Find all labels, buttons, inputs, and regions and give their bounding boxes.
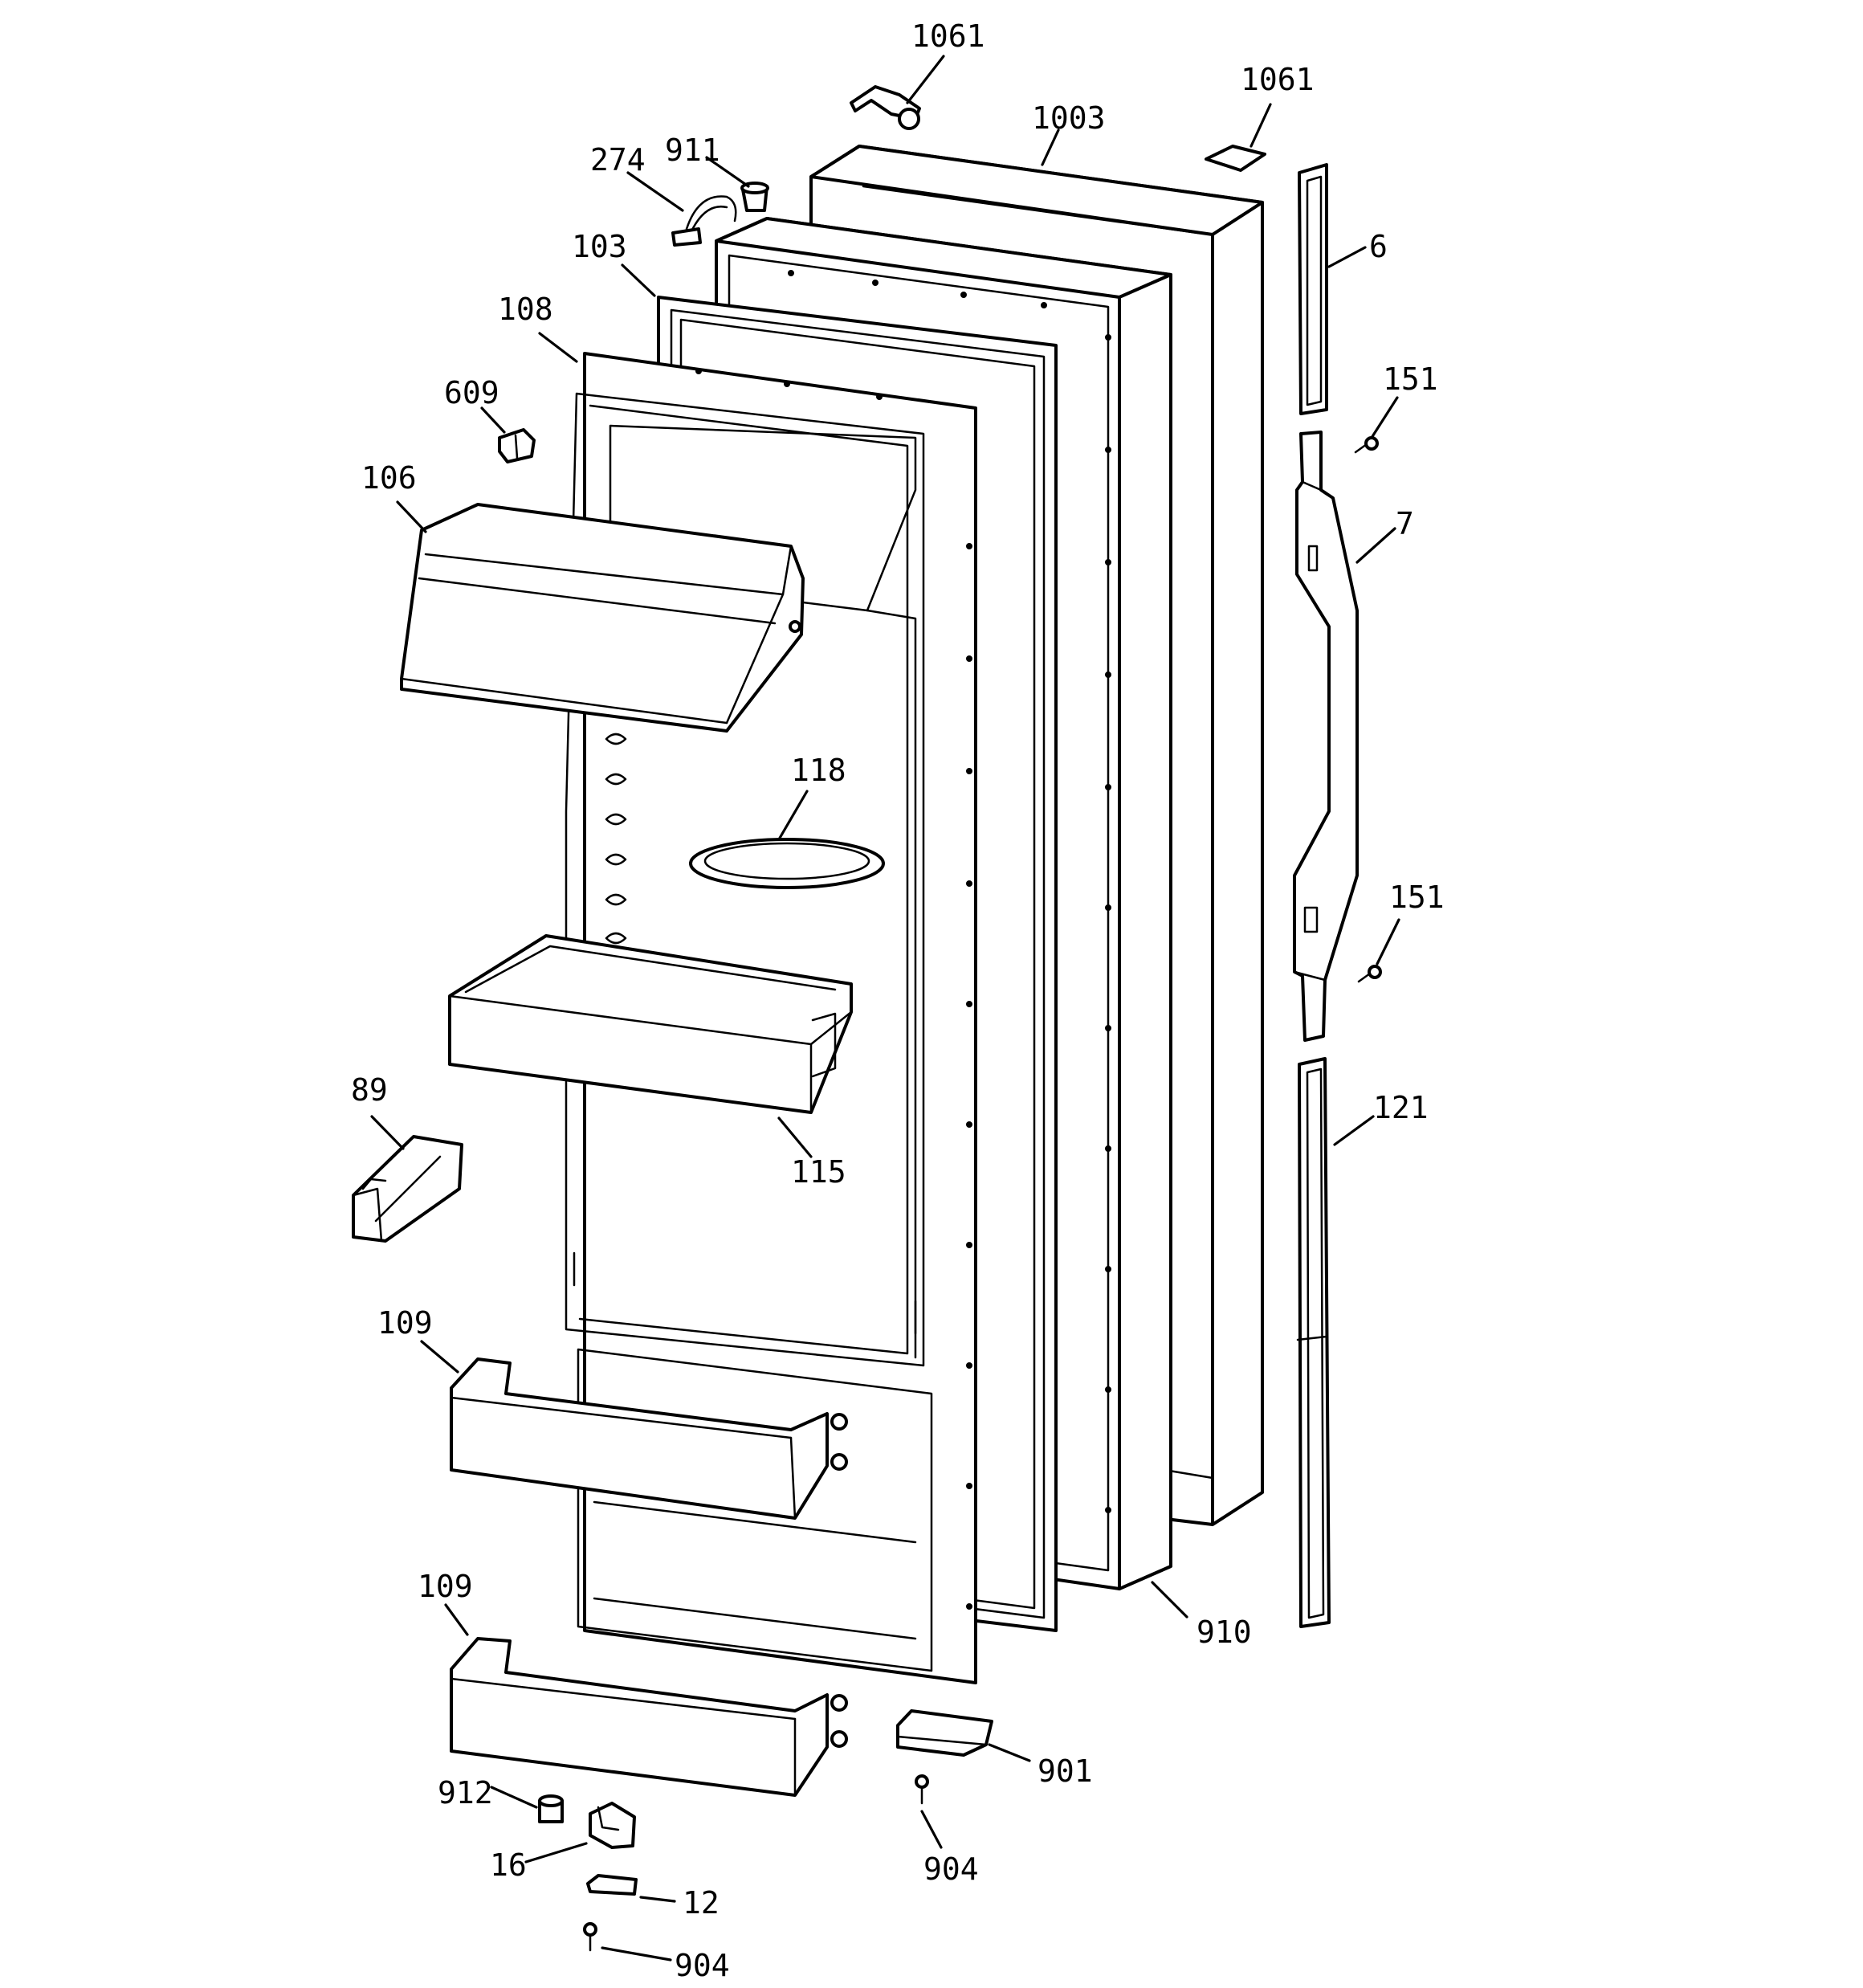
label-16: 16 (490, 1847, 527, 1883)
label-12: 12 (683, 1885, 720, 1921)
frame-screw-holes (788, 270, 1111, 1513)
label-121: 121 (1373, 1090, 1429, 1125)
label-109-lower: 109 (418, 1569, 473, 1604)
label-108: 108 (498, 292, 553, 327)
label-901: 901 (1037, 1753, 1093, 1789)
part-screw-151-upper (1354, 436, 1379, 454)
label-151-lower: 151 (1389, 880, 1445, 915)
part-bushing-912 (538, 1794, 564, 1823)
label-118: 118 (791, 753, 846, 788)
part-switch-609 (498, 428, 536, 463)
part-bracket-1061-right (1205, 145, 1266, 172)
liner-screw-holes (695, 368, 972, 1610)
label-904-upper: 904 (923, 1851, 979, 1887)
part-handle-trim-121 (1296, 1057, 1331, 1628)
label-151-upper: 151 (1383, 361, 1438, 397)
part-egg-tray-118 (689, 838, 885, 889)
label-274: 274 (590, 142, 646, 178)
label-7: 7 (1396, 506, 1414, 541)
label-1061-left: 1061 (911, 18, 985, 54)
part-door-bin-115 (448, 934, 853, 1114)
part-hinge-16 (589, 1802, 636, 1849)
label-912: 912 (438, 1775, 493, 1810)
label-6: 6 (1369, 229, 1388, 264)
liner-shelf-clips (605, 733, 627, 945)
part-handle-trim-6 (1298, 163, 1328, 415)
part-plug-911 (740, 182, 769, 212)
part-dairy-cover-106 (400, 503, 805, 733)
part-screw-151-lower (1357, 965, 1382, 983)
part-hinge-cover-901 (896, 1709, 993, 1757)
label-1061-right: 1061 (1241, 62, 1315, 97)
label-1003: 1003 (1032, 100, 1106, 136)
part-screw-904-lower (583, 1922, 597, 1952)
label-106: 106 (361, 460, 417, 496)
part-door-bin-109-lower (450, 1637, 848, 1797)
part-wire-harness-274 (671, 195, 737, 247)
part-cover-89 (352, 1135, 463, 1243)
label-904-lower: 904 (675, 1948, 730, 1983)
label-103: 103 (572, 229, 627, 264)
part-hinge-plate-12 (586, 1874, 638, 1896)
part-door-bin-109-upper (450, 1357, 848, 1520)
part-handle-7 (1293, 431, 1359, 1042)
part-number-labels: 1061 1061 1003 911 274 103 108 609 106 6… (351, 18, 1445, 1983)
label-115: 115 (791, 1154, 846, 1190)
label-89: 89 (351, 1072, 388, 1108)
label-609: 609 (444, 375, 499, 410)
label-109-upper: 109 (377, 1305, 433, 1341)
leader-lines (370, 55, 1400, 1961)
label-911: 911 (665, 133, 720, 168)
part-screw-904-upper (915, 1774, 929, 1805)
label-910: 910 (1196, 1614, 1252, 1650)
part-bracket-1061-left (850, 85, 921, 130)
